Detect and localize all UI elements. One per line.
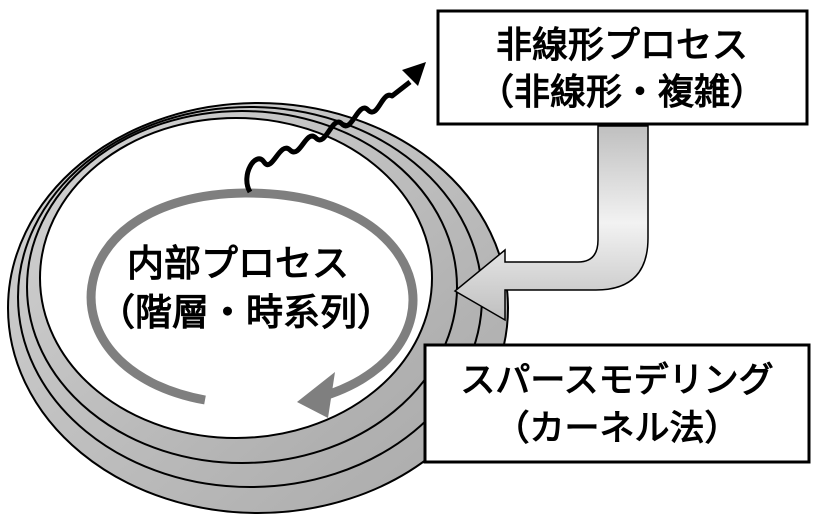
sparse-modeling-box: スパースモデリング （カーネル法） (423, 343, 811, 464)
sparse-modeling-subtitle: （カーネル法） (494, 409, 739, 449)
layered-rings (7, 102, 509, 514)
inner-process-title: 内部プロセス (127, 242, 349, 285)
nonlinear-process-box: 非線形プロセス （非線形・複雑） (436, 9, 809, 126)
sparse-modeling-title: スパースモデリング (460, 360, 773, 401)
bent-arrow-icon (453, 125, 649, 322)
ring-core (39, 117, 433, 439)
nonlinear-process-subtitle: （非線形・複雑） (478, 72, 766, 113)
nonlinear-process-title: 非線形プロセス (496, 25, 748, 66)
inner-process-subtitle: （階層・時系列） (98, 291, 394, 334)
circular-arrow-icon (86, 188, 418, 418)
wavy-arrow-icon (244, 62, 426, 194)
